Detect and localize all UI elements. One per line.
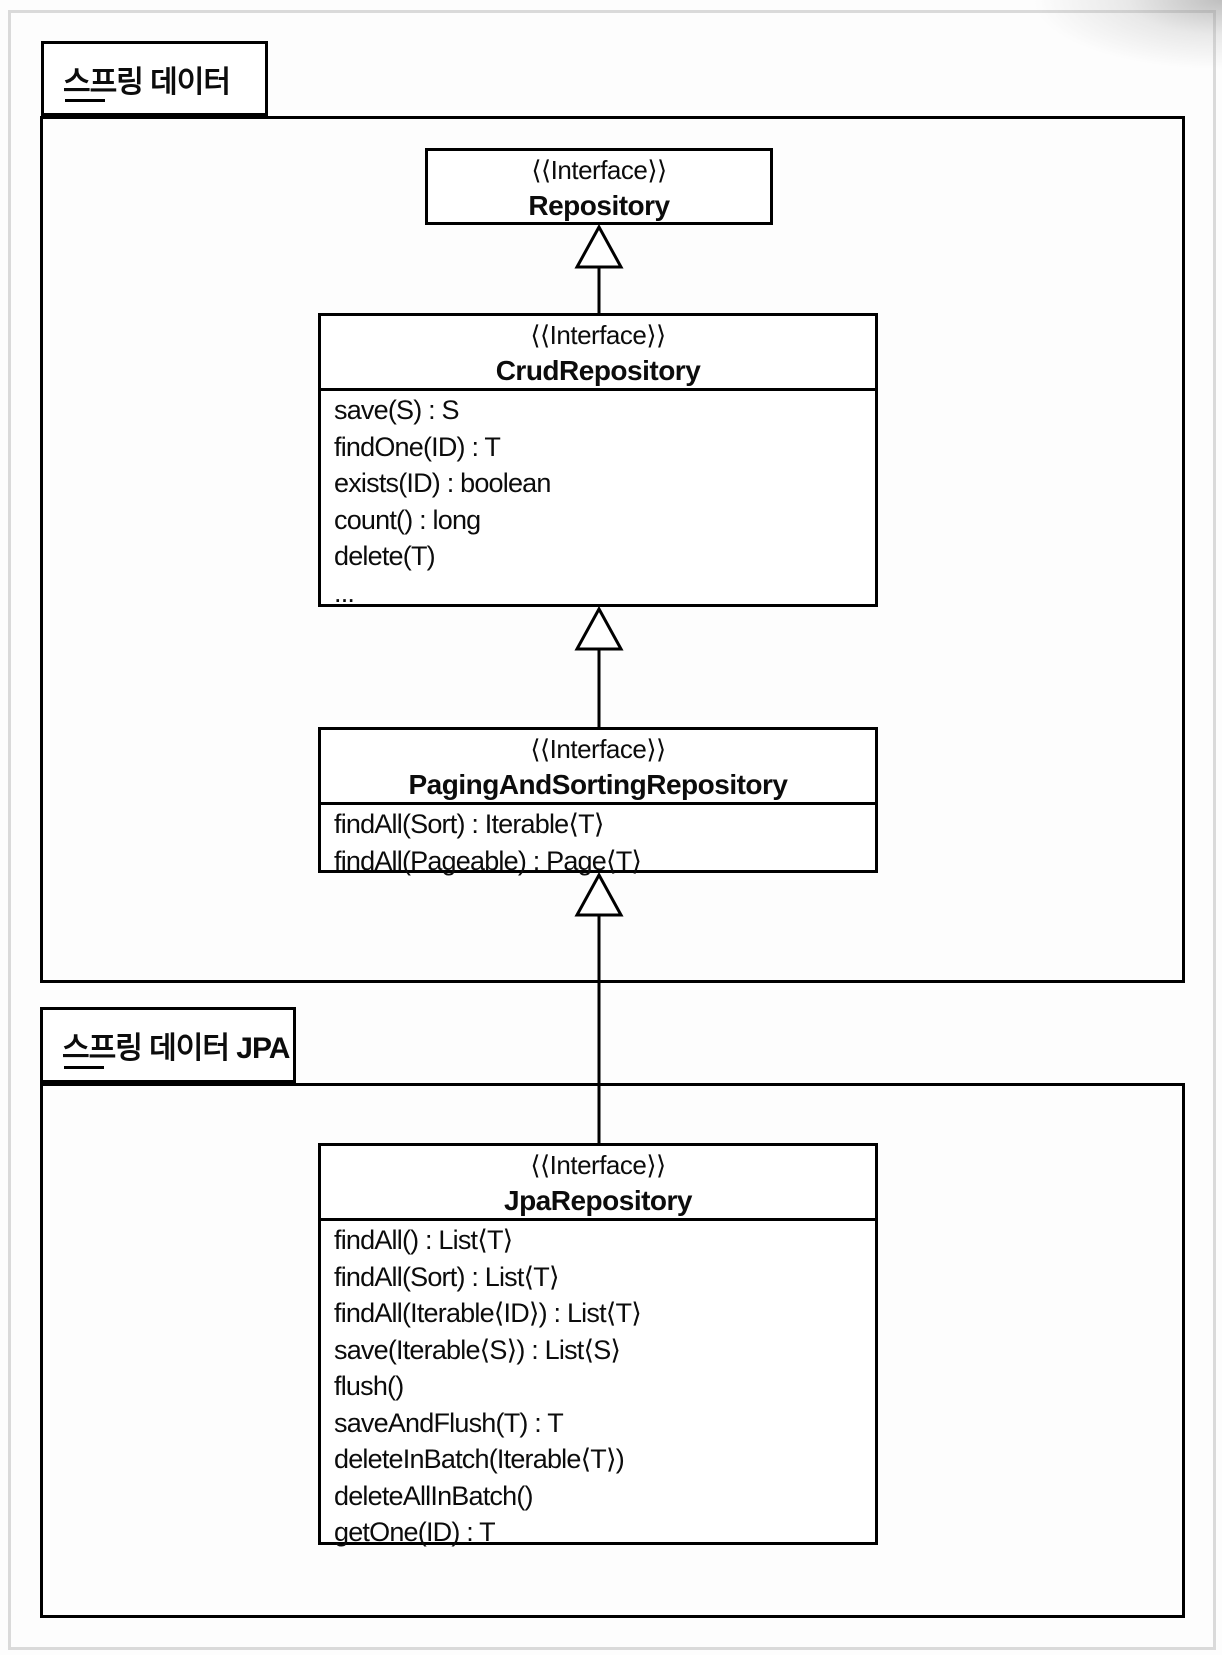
- package-label: 스프링 데이터: [63, 65, 231, 99]
- stereotype-label: ⟨⟨Interface⟩⟩: [531, 155, 667, 185]
- package-tab-spring-data-jpa: 스프링 데이터 JPA: [40, 1007, 296, 1083]
- hollow-triangle-icon: [574, 873, 624, 917]
- class-header: ⟨⟨Interface⟩⟩ CrudRepository: [321, 316, 875, 388]
- label-underline-decoration: [65, 99, 105, 102]
- methods-compartment: findAll() : List⟨T⟩ findAll(Sort) : List…: [321, 1218, 875, 1551]
- label-underline-decoration: [64, 1066, 104, 1069]
- package-body-spring-data-jpa: [40, 1083, 1185, 1618]
- stereotype-label: ⟨⟨Interface⟩⟩: [530, 1150, 666, 1180]
- class-header: ⟨⟨Interface⟩⟩ PagingAndSortingRepository: [321, 730, 875, 802]
- method-row: findAll(Sort) : List⟨T⟩: [334, 1261, 560, 1292]
- method-row: findOne(ID) : T: [334, 431, 501, 462]
- package-tab-spring-data: 스프링 데이터: [41, 41, 268, 116]
- generalization-arrow-jpa-to-paging: [573, 873, 625, 1145]
- method-row: findAll(Pageable) : Page⟨T⟩: [334, 845, 642, 876]
- methods-compartment: save(S) : S findOne(ID) : T exists(ID) :…: [321, 388, 875, 611]
- method-row: exists(ID) : boolean: [334, 468, 551, 498]
- class-name: CrudRepository: [495, 355, 701, 386]
- method-row: deleteInBatch(Iterable⟨T⟩): [334, 1444, 625, 1474]
- method-row: save(Iterable⟨S⟩) : List⟨S⟩: [334, 1334, 621, 1365]
- method-row: findAll(Iterable⟨ID⟩) : List⟨T⟩: [334, 1298, 642, 1328]
- class-header: ⟨⟨Interface⟩⟩ Repository: [428, 151, 770, 223]
- method-row: saveAndFlush(T) : T: [334, 1407, 564, 1438]
- method-row: deleteAllInBatch(): [334, 1480, 534, 1511]
- class-box-repository: ⟨⟨Interface⟩⟩ Repository: [425, 148, 773, 225]
- stereotype-label: ⟨⟨Interface⟩⟩: [530, 320, 666, 350]
- method-row: count() : long: [334, 504, 481, 535]
- method-row: save(S) : S: [334, 395, 460, 425]
- stereotype-label: ⟨⟨Interface⟩⟩: [530, 734, 666, 764]
- hollow-triangle-icon: [574, 225, 624, 269]
- package-body-spring-data: [40, 116, 1185, 983]
- class-name: PagingAndSortingRepository: [408, 769, 789, 800]
- class-name: Repository: [528, 190, 670, 221]
- methods-compartment: findAll(Sort) : Iterable⟨T⟩ findAll(Page…: [321, 802, 875, 879]
- generalization-arrow-crud-to-repository: [573, 225, 625, 315]
- method-row: ...: [334, 577, 355, 608]
- method-row: getOne(ID) : T: [334, 1517, 496, 1547]
- method-row: flush(): [334, 1371, 404, 1401]
- package-label: 스프링 데이터 JPA: [62, 1032, 290, 1065]
- method-row: findAll(Sort) : Iterable⟨T⟩: [334, 809, 604, 839]
- class-name: JpaRepository: [504, 1185, 693, 1216]
- class-box-crud-repository: ⟨⟨Interface⟩⟩ CrudRepository save(S) : S…: [318, 313, 878, 608]
- class-header: ⟨⟨Interface⟩⟩ JpaRepository: [321, 1146, 875, 1218]
- class-box-jpa-repository: ⟨⟨Interface⟩⟩ JpaRepository findAll() : …: [318, 1143, 878, 1547]
- hollow-triangle-icon: [574, 607, 624, 651]
- method-row: delete(T): [334, 541, 436, 571]
- corner-shade: [1032, 0, 1222, 70]
- generalization-arrow-paging-to-crud: [573, 607, 625, 729]
- class-box-paging-and-sorting-repository: ⟨⟨Interface⟩⟩ PagingAndSortingRepository…: [318, 727, 878, 876]
- method-row: findAll() : List⟨T⟩: [334, 1225, 513, 1255]
